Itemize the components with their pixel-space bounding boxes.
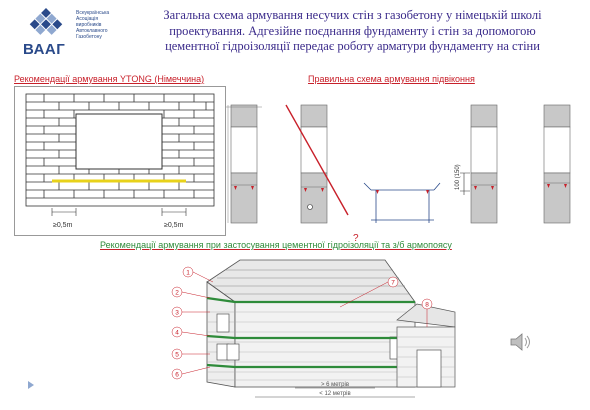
dimension-outer: < 12 метрів xyxy=(319,391,350,397)
org-name-line: виробників xyxy=(76,22,102,28)
question-mark: ? xyxy=(353,233,359,244)
reinforcement-bands xyxy=(206,296,415,369)
callout-7: 7 xyxy=(391,280,395,287)
sill-column-crossed xyxy=(285,104,349,224)
main-wall xyxy=(234,301,416,388)
association-logo: Всеукраїнська Асоціація виробників Авток… xyxy=(20,8,125,58)
org-name-line: Всеукраїнська xyxy=(76,10,110,16)
org-name-line: Автоклавного xyxy=(76,28,108,34)
callout-2: 2 xyxy=(175,290,179,297)
sill-column xyxy=(226,104,262,224)
sill-column xyxy=(543,104,571,224)
callout-1: 1 xyxy=(186,270,190,277)
slide-title: Загальна схема армування несучих стін з … xyxy=(130,8,575,55)
callout-5: 5 xyxy=(175,352,179,359)
main-roof xyxy=(206,259,416,303)
callout-4: 4 xyxy=(175,330,179,337)
slide-nav-arrow-icon[interactable] xyxy=(28,381,34,389)
callout-6: 6 xyxy=(175,372,179,379)
annex-door xyxy=(416,349,442,388)
bottom-section-label: Рекомендації армування при застосування … xyxy=(100,240,452,250)
title-line-3: цементної гідроізоляції передає роботу а… xyxy=(165,39,540,53)
org-name-line: Асоціація xyxy=(76,16,99,22)
org-name-line: Газобетону xyxy=(76,34,102,40)
wrong-scheme-strike xyxy=(285,104,349,216)
house-reinforcement-diagram: 1 2 3 4 5 6 7 8 > 6 метрів < 12 метрів xyxy=(171,259,456,398)
dimension-inner: > 6 метрів xyxy=(321,382,349,388)
callout-3: 3 xyxy=(175,310,179,317)
speaker-icon[interactable] xyxy=(508,330,534,354)
ytong-section-label: Рекомендації армування YTONG (Німеччина) xyxy=(14,74,205,84)
logo-abbreviation: ВААГ xyxy=(23,41,66,58)
callout-8: 8 xyxy=(425,302,429,309)
sill-reinforcement-diagram: ? 100 (150) xyxy=(226,104,571,244)
window-opening xyxy=(75,113,163,170)
sill-section-label: Правильна схема армування підвіконня xyxy=(308,74,475,84)
dimension-left: ≥0,5m xyxy=(53,222,73,229)
reinforcement-cage xyxy=(363,182,441,223)
title-line-1: Загальна схема армування несучих стін з … xyxy=(163,8,542,22)
logo-mark-icon xyxy=(29,8,63,35)
ytong-wall-diagram: ≥0,5m ≥0,5m xyxy=(14,86,226,236)
title-line-2: проектування. Адгезійне поєднання фундам… xyxy=(169,23,536,38)
sill-column-dimensioned: 100 (150) xyxy=(455,104,498,224)
sill-dimension: 100 (150) xyxy=(455,164,461,190)
dimension-right: ≥0,5m xyxy=(164,222,184,229)
